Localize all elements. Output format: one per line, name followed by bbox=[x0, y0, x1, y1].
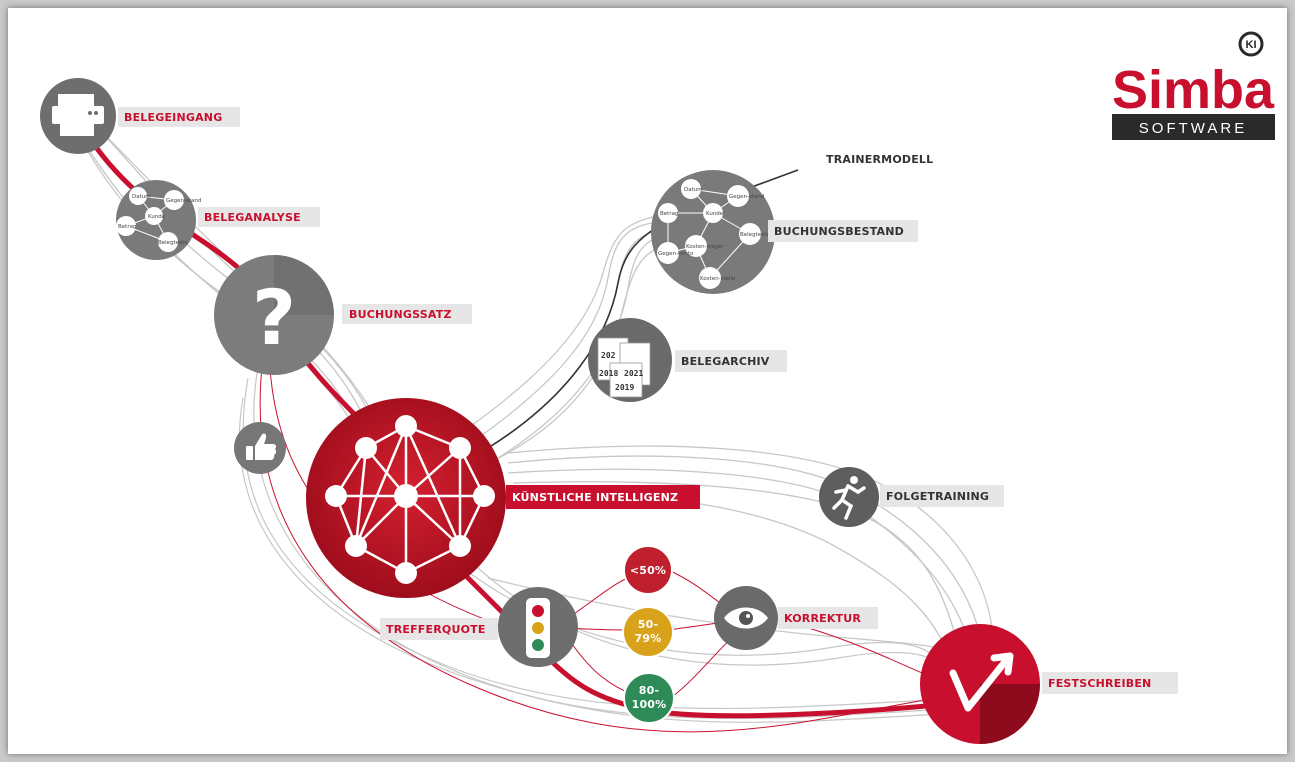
question-icon: ? bbox=[252, 273, 296, 362]
label-buchungssatz: BUCHUNGSSATZ bbox=[349, 308, 452, 321]
node-beleganalyse: Datum Gegen-stand Kunde Betrag Belegtext… bbox=[116, 180, 320, 260]
node-belegeingang: BELEGEINGANG bbox=[40, 78, 240, 154]
ki-workflow-diagram: BELEGEINGANG Datum Gegen-stand Kunde Bet… bbox=[40, 31, 1275, 744]
label-trefferquote: TREFFERQUOTE bbox=[386, 623, 486, 636]
ki-badge: KI bbox=[1246, 39, 1257, 51]
rate-low-label: <50% bbox=[630, 564, 666, 577]
word-kunde: Kunde bbox=[148, 214, 166, 220]
label-folgetraining: FOLGETRAINING bbox=[886, 490, 989, 503]
rate-mid-label-2: 79% bbox=[635, 632, 662, 645]
word-kunde: Kunde bbox=[706, 211, 724, 217]
printer-icon bbox=[52, 94, 104, 136]
approval-node bbox=[234, 422, 286, 474]
word-datum: Datum bbox=[132, 194, 151, 200]
label-kuenstliche-intelligenz: KÜNSTLICHE INTELLIGENZ bbox=[512, 490, 678, 504]
archive-documents-icon: 202 2018 2021 2019 bbox=[597, 337, 651, 398]
word-betrag: Betrag bbox=[118, 224, 136, 230]
node-belegarchiv: 202 2018 2021 2019 BELEGARCHIV bbox=[588, 318, 787, 402]
eye-icon bbox=[724, 607, 768, 629]
year-label: 2019 bbox=[615, 383, 634, 392]
word-betrag: Betrag bbox=[660, 211, 678, 217]
check-arrow-icon bbox=[949, 652, 1014, 712]
logo-subtitle: SOFTWARE bbox=[1139, 120, 1247, 137]
node-buchungsbestand: Datum Gegen-stand Betrag Kunde Belegtext… bbox=[651, 170, 918, 294]
rate-high-label-2: 100% bbox=[632, 698, 667, 711]
word-gegenkonto: Gegen-konto bbox=[658, 251, 694, 257]
rate-high: 80- 100% bbox=[623, 672, 675, 724]
label-festschreiben: FESTSCHREIBEN bbox=[1048, 677, 1151, 690]
word-network-icon: Datum Gegen-stand Kunde Betrag Belegtext… bbox=[116, 187, 201, 252]
node-folgetraining: FOLGETRAINING bbox=[819, 467, 1004, 527]
word-belegtexte: Belegtexte bbox=[740, 232, 770, 238]
word-kostentraeger: Kosten-träger bbox=[686, 244, 724, 250]
node-buchungssatz: ? BUCHUNGSSATZ bbox=[214, 255, 472, 375]
word-kostenstelle: Kosten-stelle bbox=[700, 276, 736, 282]
running-person-icon bbox=[832, 484, 866, 520]
thumbs-up-icon bbox=[246, 433, 277, 460]
label-buchungsbestand: BUCHUNGSBESTAND bbox=[774, 225, 904, 238]
node-trefferquote: TREFFERQUOTE bbox=[380, 587, 578, 667]
word-gegenstand: Gegen-stand bbox=[166, 198, 201, 204]
year-label: 202 bbox=[601, 351, 616, 360]
rate-high-label-1: 80- bbox=[639, 684, 659, 697]
word-datum: Datum bbox=[684, 187, 703, 193]
simba-logo: KI Simba SOFTWARE bbox=[1112, 31, 1275, 140]
node-korrektur: KORREKTUR bbox=[714, 586, 878, 650]
logo-name: Simba bbox=[1112, 60, 1275, 120]
node-kuenstliche-intelligenz: KÜNSTLICHE INTELLIGENZ bbox=[306, 398, 700, 598]
node-festschreiben: FESTSCHREIBEN bbox=[920, 624, 1178, 744]
year-label: 2018 bbox=[599, 369, 618, 378]
label-belegeingang: BELEGEINGANG bbox=[124, 111, 222, 124]
label-belegarchiv: BELEGARCHIV bbox=[681, 355, 770, 368]
year-label: 2021 bbox=[624, 369, 643, 378]
rate-mid-label-1: 50- bbox=[638, 618, 658, 631]
rate-mid: 50- 79% bbox=[622, 606, 674, 658]
rate-low: <50% bbox=[623, 545, 673, 595]
label-korrektur: KORREKTUR bbox=[784, 612, 861, 625]
diagram-canvas: BELEGEINGANG Datum Gegen-stand Kunde Bet… bbox=[8, 8, 1287, 754]
label-beleganalyse: BELEGANALYSE bbox=[204, 211, 301, 224]
traffic-light-icon bbox=[526, 598, 550, 658]
word-belegtexte: Belegtexte bbox=[158, 240, 188, 246]
word-gegenstand: Gegen-stand bbox=[729, 194, 764, 200]
label-trainermodell: TRAINERMODELL bbox=[826, 153, 933, 166]
